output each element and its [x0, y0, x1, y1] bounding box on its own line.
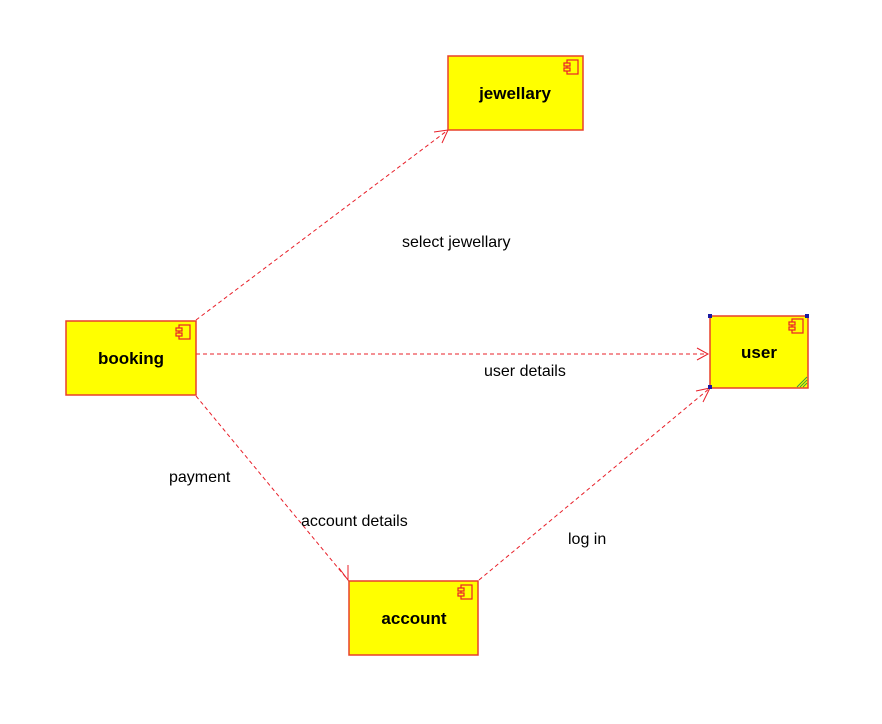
- label-user-details: user details: [484, 363, 566, 380]
- label-select-jewellary: select jewellary: [402, 234, 510, 251]
- component-icon: [175, 324, 191, 340]
- edge-account-to-user[interactable]: [478, 387, 711, 581]
- label-log-in: log in: [568, 531, 606, 548]
- edge-booking-to-user[interactable]: [196, 347, 710, 361]
- label-payment: payment: [169, 469, 231, 486]
- selection-handles[interactable]: [708, 314, 809, 389]
- component-name: user: [741, 343, 777, 362]
- resize-grip-icon[interactable]: [796, 376, 808, 388]
- component-icon: [457, 584, 473, 600]
- component-jewellary[interactable]: jewellary: [447, 55, 584, 131]
- component-icon: [563, 59, 579, 75]
- edge-booking-to-jewellary[interactable]: [195, 129, 449, 321]
- component-name: account: [381, 609, 447, 628]
- label-account-details: account details: [301, 513, 408, 530]
- component-user[interactable]: user: [708, 314, 809, 389]
- component-name: jewellary: [478, 84, 551, 103]
- component-icon: [788, 318, 804, 334]
- component-booking[interactable]: booking: [65, 320, 197, 396]
- component-account[interactable]: account: [348, 580, 479, 656]
- edge-booking-to-account[interactable]: [195, 395, 349, 582]
- component-name: booking: [98, 349, 164, 368]
